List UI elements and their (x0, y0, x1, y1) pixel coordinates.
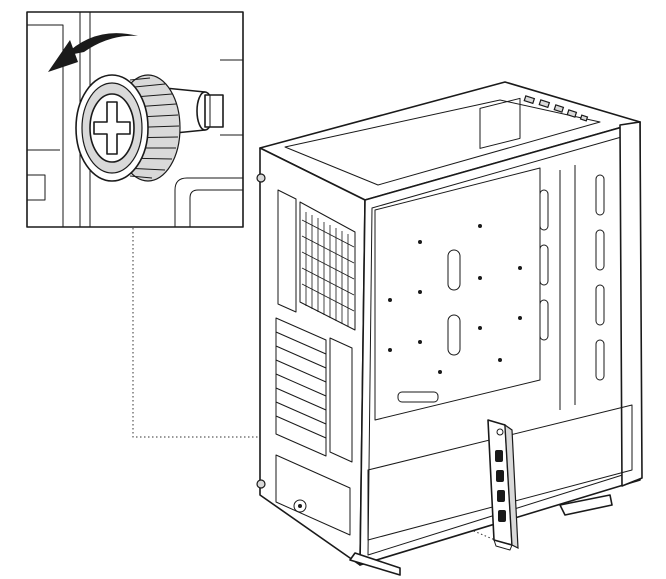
psu-opening (275, 454, 351, 536)
cpu-cutout (479, 97, 521, 149)
thumbscrew-inset (26, 11, 244, 228)
case-foot-left (349, 552, 401, 576)
io-shield-opening (277, 189, 297, 313)
psu-shroud (367, 404, 633, 541)
rear-fan-grille (299, 201, 356, 331)
top-vent-panel (284, 99, 601, 186)
case-foot-right (559, 494, 613, 516)
cable-grommets (397, 249, 461, 403)
expansion-slot-cover (487, 419, 519, 551)
rotate-counterclockwise-arrow-icon (48, 33, 138, 72)
expansion-slots (275, 317, 353, 463)
standoff-holes (388, 224, 522, 374)
leader-line-inset (132, 228, 262, 438)
front-fan-rails (539, 165, 605, 410)
thumbscrew-knob (75, 74, 181, 182)
top-io-ports (523, 95, 589, 122)
front-panel-edge (619, 121, 643, 487)
rear-fan-mesh (301, 212, 355, 327)
pc-case (256, 81, 643, 576)
motherboard-tray (374, 167, 541, 421)
thumbscrew-bottom (256, 479, 266, 489)
phillips-slot (93, 101, 131, 155)
thumbscrew-top (256, 173, 266, 183)
